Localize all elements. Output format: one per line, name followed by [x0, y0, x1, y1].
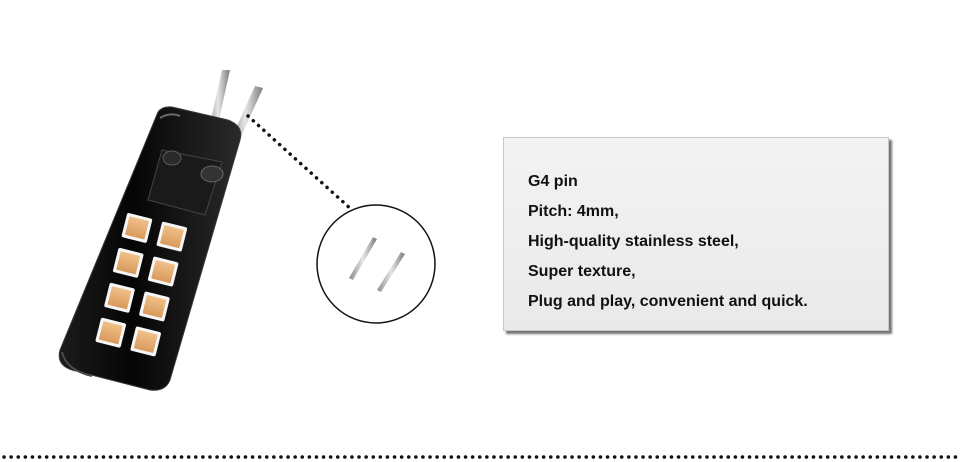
led-chip	[156, 221, 188, 252]
led-chip-array	[95, 213, 188, 357]
led-chip	[113, 247, 144, 278]
pin-detail-magnifier	[316, 204, 436, 324]
spec-line-texture: Super texture,	[528, 263, 636, 280]
spec-line-material: High-quality stainless steel,	[528, 233, 739, 250]
spec-line-usage: Plug and play, convenient and quick.	[528, 293, 808, 310]
led-chip	[139, 291, 170, 322]
spec-line-pitch: Pitch: 4mm,	[528, 203, 619, 220]
spec-line-pin-type: G4 pin	[528, 173, 578, 190]
g4-led-bulb	[58, 70, 263, 391]
leader-line	[246, 114, 354, 212]
led-chip	[95, 317, 127, 348]
spec-info-box: G4 pin Pitch: 4mm, High-quality stainles…	[503, 137, 889, 331]
bulb-base	[147, 149, 223, 216]
led-chip	[147, 256, 179, 287]
led-chip	[104, 282, 135, 313]
led-chip	[121, 213, 153, 243]
led-chip	[130, 326, 161, 357]
